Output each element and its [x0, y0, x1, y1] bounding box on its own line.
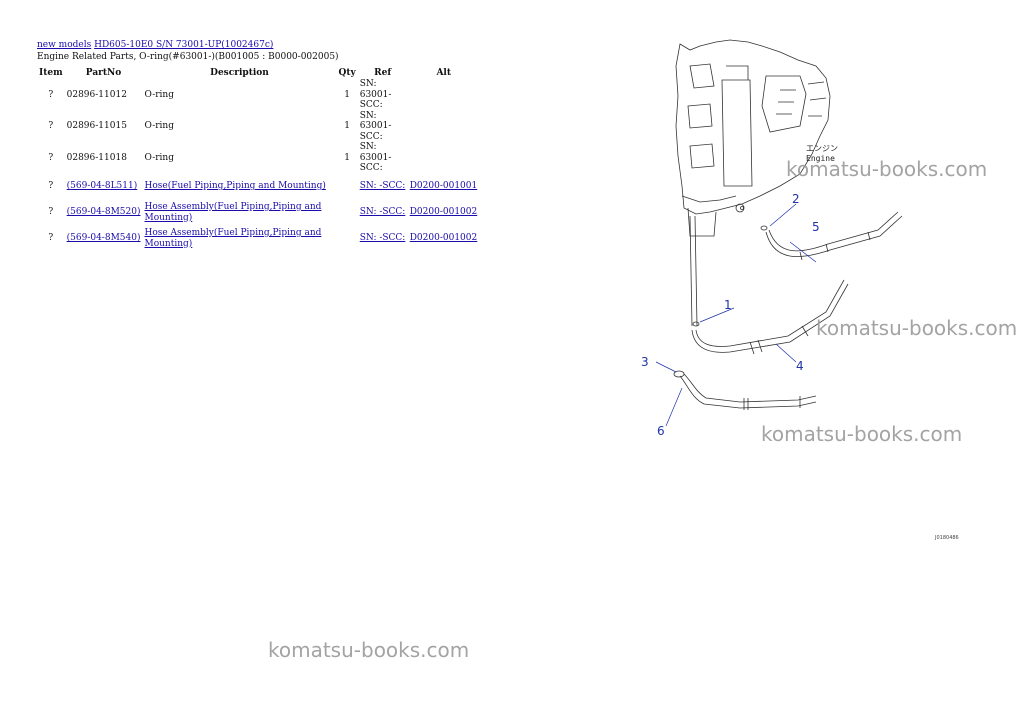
table-row: ? 02896-11018 O-ring 1 SN: 63001-SCC: [37, 142, 480, 174]
engine-block-drawing [675, 39, 831, 215]
breadcrumb-link-model[interactable]: HD605-10E0 S/N 73001-UP(1002467c) [94, 40, 274, 50]
cell-item: ? [48, 181, 54, 192]
callout-6: 6 [657, 424, 665, 438]
watermark: komatsu-books.com [786, 157, 988, 181]
header-alt: Alt [436, 67, 451, 78]
cell-qty: 1 [344, 121, 350, 131]
page-subtitle: Engine Related Parts, O-ring(#63001-)(B0… [37, 52, 339, 62]
cell-description: O-ring [144, 121, 174, 131]
engine-label-en: Engine [806, 154, 835, 163]
cell-alt [408, 142, 480, 174]
table-header-row: Item PartNo Description Qty Ref Alt [37, 66, 480, 79]
parts-table: Item PartNo Description Qty Ref Alt ? 02… [37, 66, 480, 252]
table-row: ? (569-04-8L511) Hose(Fuel Piping,Piping… [37, 174, 480, 200]
cell-part-no: 02896-11018 [66, 152, 127, 163]
cell-ref: SN: 63001-SCC: [359, 79, 392, 110]
cell-part-no: 02896-11015 [66, 121, 127, 131]
alt-link[interactable]: D0200-001002 [409, 233, 478, 244]
hose-4-drawing [691, 279, 849, 353]
ref-link[interactable]: SN: -SCC: [359, 181, 406, 192]
cell-description: O-ring [144, 89, 174, 100]
part-no-link[interactable]: (569-04-8L511) [66, 181, 138, 192]
table-row: ? 02896-11015 O-ring 1 SN: 63001-SCC: [37, 111, 480, 143]
cell-ref: SN: 63001-SCC: [359, 142, 392, 173]
cell-qty [336, 226, 357, 252]
callout-2: 2 [792, 192, 800, 206]
figure-code: J0180486 [935, 535, 959, 541]
watermark: komatsu-books.com [268, 638, 470, 662]
parts-diagram [655, 39, 903, 427]
table-row: ? 02896-11012 O-ring 1 SN: 63001-SCC: [37, 79, 480, 111]
description-link[interactable]: Hose Assembly(Fuel Piping,Piping and Mou… [144, 228, 322, 249]
cell-item: ? [48, 121, 54, 131]
cell-alt [408, 79, 480, 111]
watermark: komatsu-books.com [816, 316, 1018, 340]
cell-item: ? [48, 207, 54, 218]
cell-part-no: 02896-11012 [66, 89, 127, 100]
breadcrumb-link-new-models[interactable]: new models [37, 40, 92, 50]
header-item: Item [39, 67, 63, 78]
breadcrumb: new models HD605-10E0 S/N 73001-UP(10024… [37, 40, 273, 50]
cell-item: ? [48, 89, 54, 100]
header-partno: PartNo [85, 67, 122, 78]
cell-qty [336, 200, 357, 226]
callout-5: 5 [812, 220, 820, 234]
cell-item: ? [48, 233, 54, 244]
callout-3: 3 [641, 355, 649, 369]
cell-qty: 1 [344, 152, 350, 163]
watermark: komatsu-books.com [761, 422, 963, 446]
hose-5-drawing [765, 211, 903, 258]
cell-qty [336, 174, 357, 200]
description-link[interactable]: Hose(Fuel Piping,Piping and Mounting) [144, 181, 326, 192]
header-qty: Qty [338, 67, 356, 78]
hose-6-drawing [679, 373, 817, 409]
part-no-link[interactable]: (569-04-8M540) [66, 233, 141, 244]
header-description: Description [210, 67, 269, 78]
cell-qty: 1 [344, 89, 350, 100]
engine-label-jp: エンジン [806, 144, 838, 153]
engine-label: エンジン Engine [806, 144, 838, 164]
description-link[interactable]: Hose Assembly(Fuel Piping,Piping and Mou… [144, 202, 322, 223]
part-no-link[interactable]: (569-04-8M520) [66, 207, 141, 218]
header-ref: Ref [374, 67, 392, 78]
alt-link[interactable]: D0200-001001 [409, 181, 478, 192]
cell-alt [408, 111, 480, 143]
cell-ref: SN: 63001-SCC: [359, 110, 392, 142]
ref-link[interactable]: SN: -SCC: [359, 233, 406, 244]
table-row: ? (569-04-8M540) Hose Assembly(Fuel Pipi… [37, 226, 480, 252]
alt-link[interactable]: D0200-001002 [409, 207, 478, 218]
vertical-pipe-drawing [689, 215, 698, 327]
cell-item: ? [48, 152, 54, 163]
cell-description: O-ring [144, 152, 174, 163]
callout-1: 1 [724, 298, 732, 312]
callout-4: 4 [796, 359, 804, 373]
ref-link[interactable]: SN: -SCC: [359, 207, 406, 218]
table-row: ? (569-04-8M520) Hose Assembly(Fuel Pipi… [37, 200, 480, 226]
